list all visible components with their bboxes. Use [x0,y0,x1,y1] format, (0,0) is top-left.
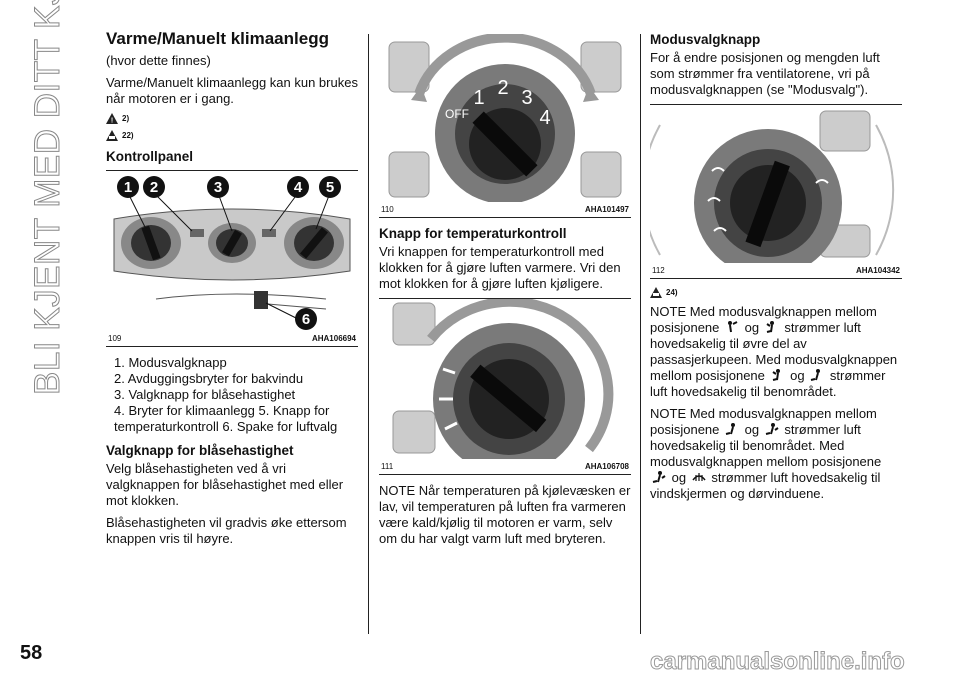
figure-caption: 110 AHA101497 [379,202,631,217]
note-paragraph: NOTE Med modusvalgknappen mellom posisjo… [650,304,902,400]
subheading-mode: Modusvalgknapp [650,32,761,47]
bilevel-vent-icon [771,369,780,381]
column-divider [368,34,369,634]
side-chapter-title: BLI KJENT MED DITT KJØRETØY [28,0,68,396]
note-text: strømmer luft hovedsakelig til øvre del … [650,320,898,383]
fan-speed-paragraph: Velg blåsehastigheten ved å vri valgknap… [106,461,344,508]
figure-caption: 109 AHA106694 [106,331,358,346]
availability-note: (hvor dette finnes) [106,53,211,68]
temperature-dial-illustration [379,299,631,459]
figure-caption: 111 AHA106708 [379,459,631,474]
figure-code: AHA104342 [855,266,900,275]
watermark: carmanualsonline.info [650,648,906,676]
dial-label-1: 1 [473,87,484,109]
note-text: strømmer luft hovedsakelig til benområde… [650,422,882,469]
page-number: 58 [20,642,43,664]
note-paragraph: NOTE Når temperaturen på kjølevæsken er … [379,483,631,546]
subheading-control-panel: Kontrollpanel [106,149,193,164]
floor-defrost-vent-icon [652,471,666,483]
figure-number: 109 [108,334,122,343]
fan-speed-paragraph: Blåsehastigheten vil gradvis øke etterso… [106,515,347,546]
callout-5: 5 [326,179,334,196]
callout-2: 2 [150,179,158,196]
floor-vent-icon [725,423,736,435]
note-text: og [744,422,760,437]
callout-4: 4 [294,179,303,196]
figure-code: AHA101497 [584,205,629,214]
warning-ref: ! 2) [106,113,358,124]
callout-6: 6 [302,311,310,328]
caution-icon [106,130,118,141]
column-2: OFF 1 2 3 4 110 AHA101497 Knapp for temp… [379,34,631,553]
floor-vent-icon [811,369,821,381]
list-item: 4. Bryter for klimaanlegg 5. Knapp for t… [114,403,338,434]
svg-text:!: ! [111,118,113,125]
list-item: 3. Valgknapp for blåsehastighet [114,387,296,402]
note-text: og [790,368,805,383]
fan-speed-dial-illustration: OFF 1 2 3 4 [379,34,631,202]
figure-109: 1 2 3 4 5 6 109 AHA106694 [106,170,358,347]
column-3: Modusvalgknapp For å endre posisjonen og… [650,30,902,508]
warning-triangle-icon: ! [106,113,118,124]
dial-label-off: OFF [445,107,469,121]
note-text: og [744,320,760,335]
note-text: og [671,470,687,485]
figure-caption: 112 AHA104342 [650,263,902,278]
intro-paragraph: Varme/Manuelt klimaanlegg kan kun brukes… [106,75,358,106]
note-text: strømmer luft hovedsakelig til benområde… [650,368,886,399]
list-item: 2. Avduggingsbryter for bakvindu [114,371,304,386]
warning-ref-number: 2) [122,114,130,123]
figure-112: 112 AHA104342 [650,104,902,279]
dial-label-3: 3 [521,87,532,109]
control-panel-illustration: 1 2 3 4 5 6 [106,171,358,331]
figure-110: OFF 1 2 3 4 110 AHA101497 [379,34,631,218]
temperature-paragraph: Vri knappen for temperaturkontroll med k… [379,244,621,291]
dial-label-2: 2 [497,77,508,99]
bilevel-vent-icon [766,321,774,333]
mode-paragraph: For å endre posisjonen og mengden luft s… [650,50,880,97]
component-list: 1. Modusvalgknapp 2. Avduggingsbryter fo… [106,355,358,435]
dial-label-4: 4 [539,107,550,129]
figure-111: 111 AHA106708 [379,298,631,475]
column-divider [640,34,641,634]
column-1: Varme/Manuelt klimaanlegg (hvor dette fi… [106,30,358,553]
figure-number: 112 [652,266,665,275]
callout-3: 3 [214,179,222,196]
section-heading: Varme/Manuelt klimaanlegg [106,29,329,48]
note-paragraph: NOTE Med modusvalgknappen mellom posisjo… [650,406,902,502]
mode-dial-illustration [650,105,902,263]
note-text: strømmer luft hovedsakelig til vindskjer… [650,470,881,501]
callout-1: 1 [124,179,132,196]
caution-ref: 22) [106,130,358,141]
note-text: NOTE Med modusvalgknappen mellom posisjo… [650,304,877,335]
floor-defrost-vent-icon [765,423,779,435]
caution-ref: 24) [650,287,902,298]
figure-number: 111 [381,462,394,471]
figure-code: AHA106694 [311,334,356,343]
list-item: 1. Modusvalgknapp [114,355,227,370]
note-text: NOTE Med modusvalgknappen mellom posisjo… [650,406,877,437]
windshield-defrost-icon [692,473,706,481]
caution-icon [650,287,662,298]
caution-ref-number: 24) [666,288,678,297]
face-vent-icon [728,321,738,333]
subheading-temperature: Knapp for temperaturkontroll [379,226,567,241]
subheading-fan-speed: Valgknapp for blåsehastighet [106,443,294,458]
figure-number: 110 [381,205,394,214]
figure-code: AHA106708 [584,462,629,471]
caution-ref-number: 22) [122,131,134,140]
